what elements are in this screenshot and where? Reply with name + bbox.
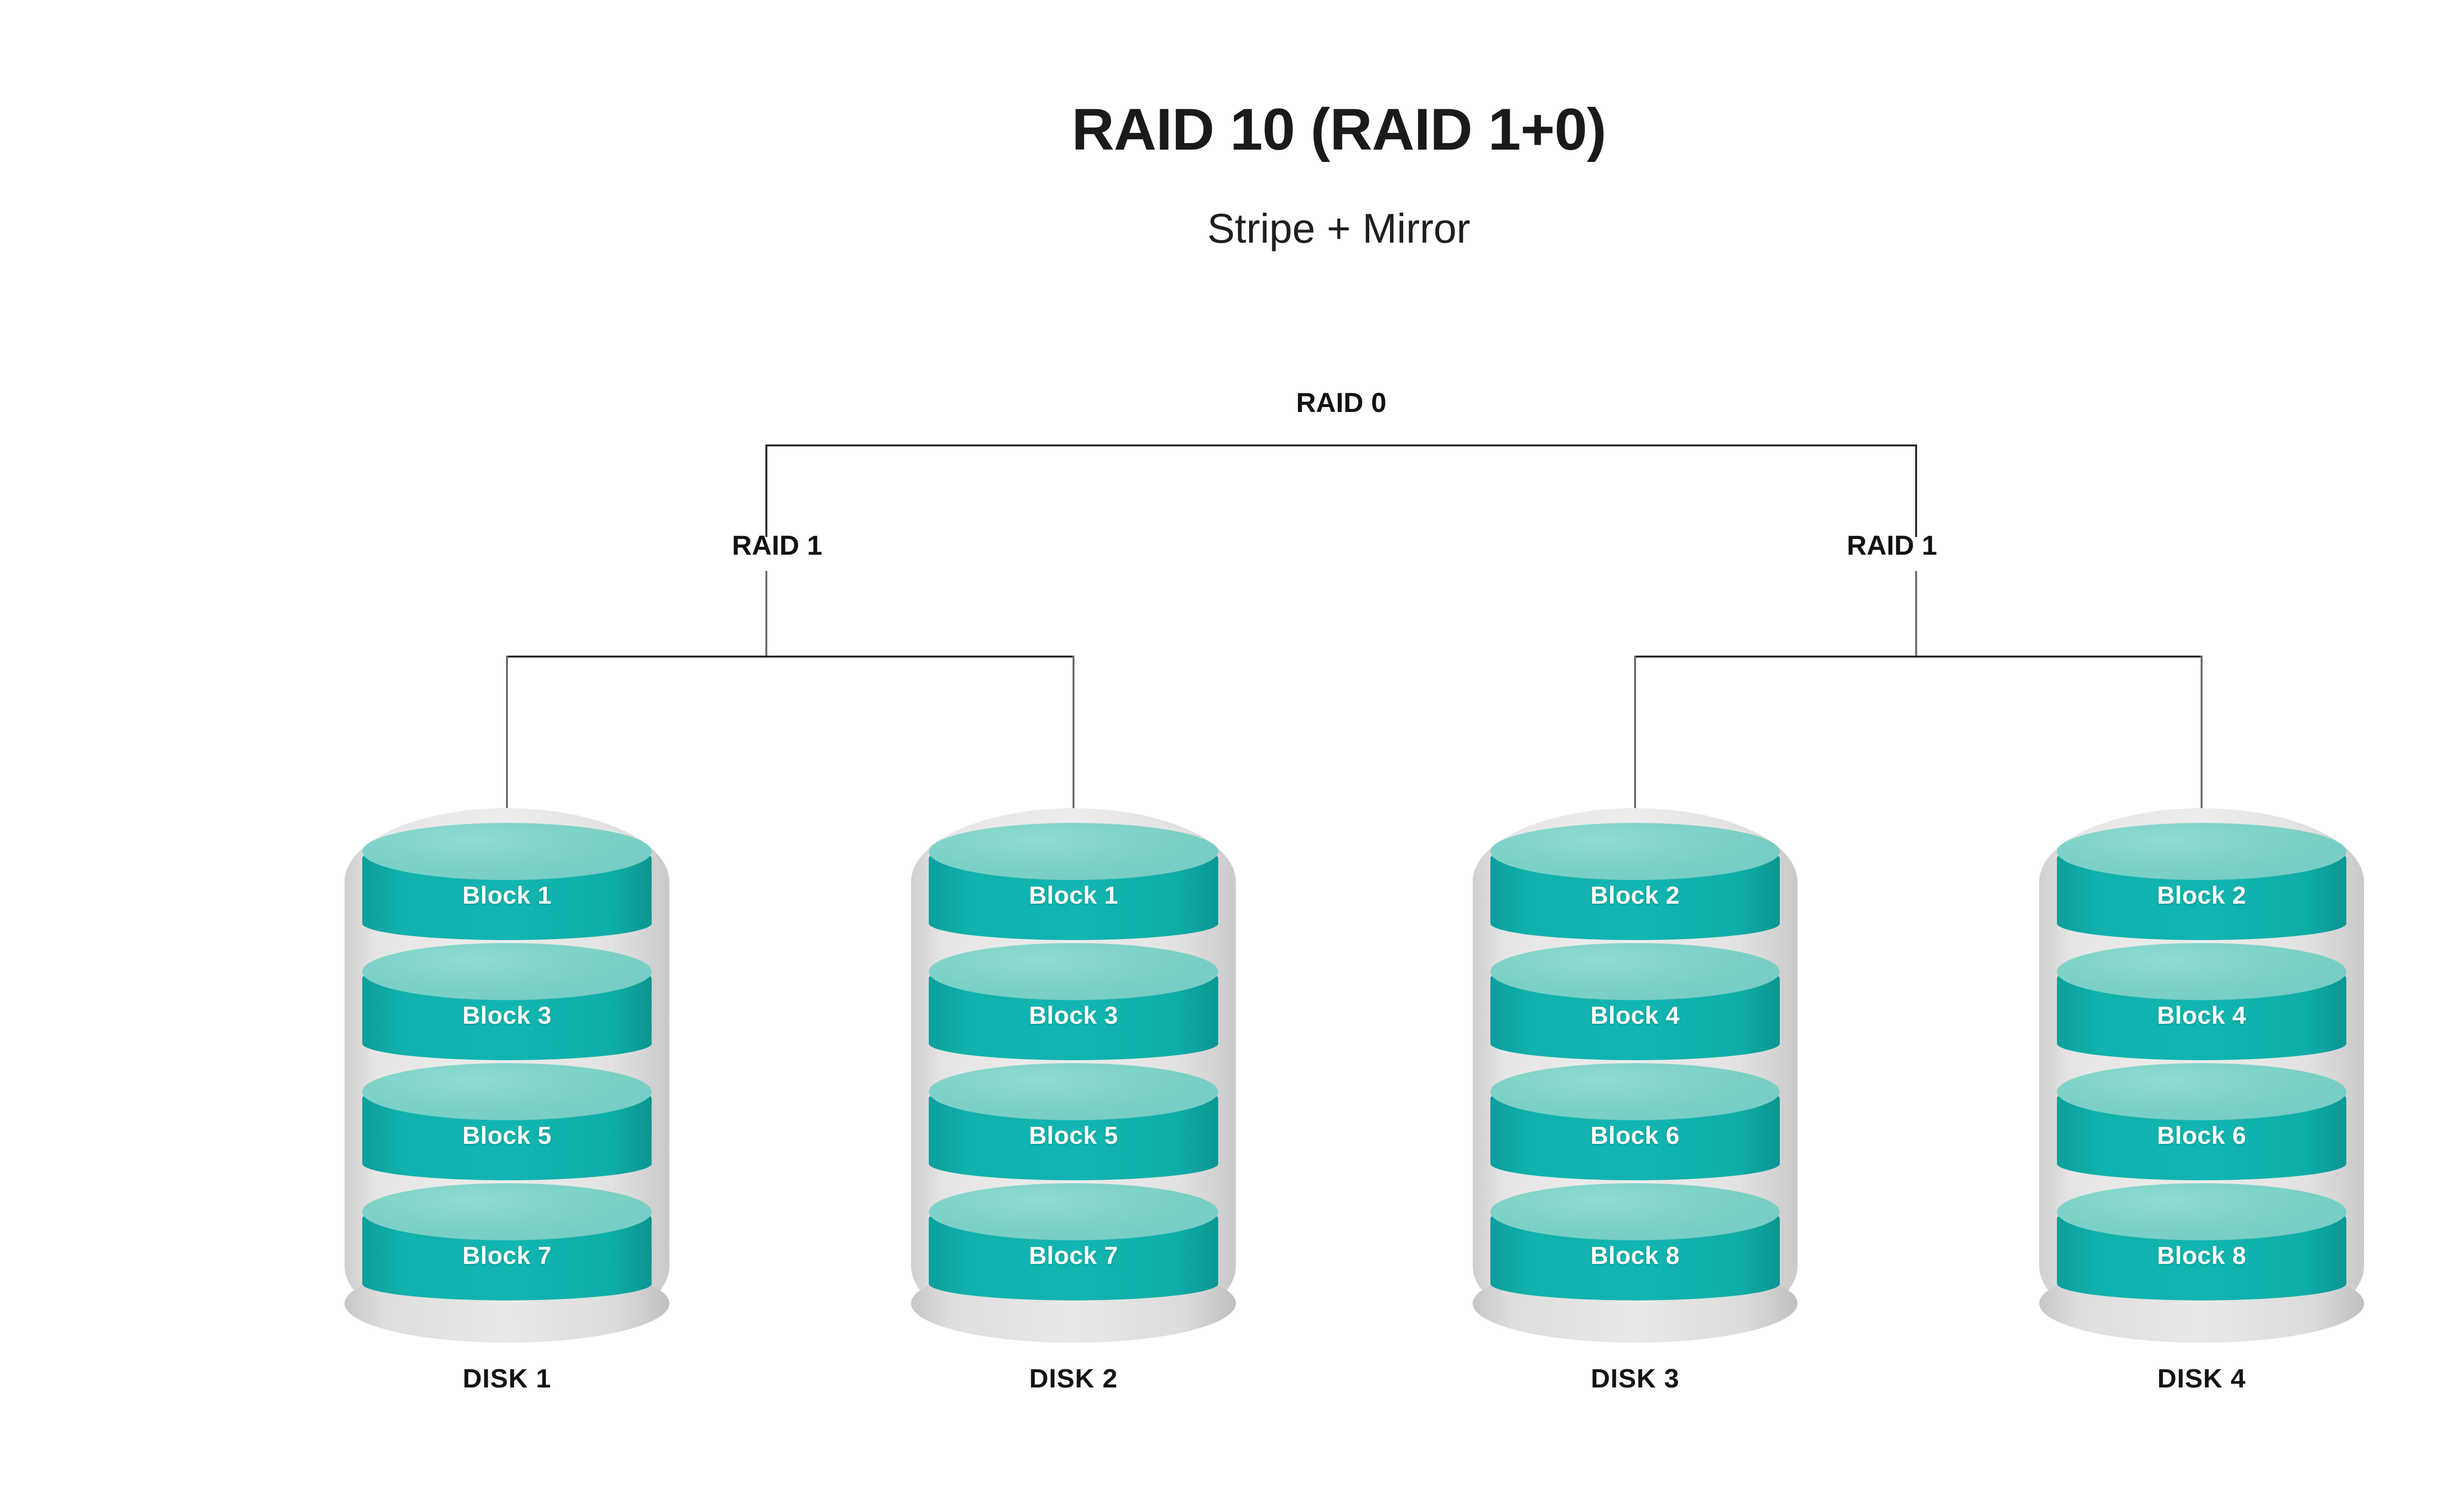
platter-top-ellipse <box>362 823 652 880</box>
platter-top-ellipse <box>1490 1183 1780 1240</box>
page-title: RAID 10 (RAID 1+0) <box>1072 96 1607 162</box>
platter: Block 2 <box>1490 823 1780 944</box>
raid1-left-drop-disk1-connector <box>506 656 508 833</box>
disk-platter-stack: Block 2 Block 4 Block 6 Block 8 <box>1490 823 1780 1325</box>
disk-caption: DISK 3 <box>1590 1364 1680 1393</box>
disk-caption: DISK 4 <box>2157 1364 2246 1393</box>
platter: Block 7 <box>929 1183 1218 1304</box>
platter: Block 5 <box>362 1063 652 1184</box>
platter-top-ellipse <box>362 943 652 1000</box>
platter-top-ellipse <box>1490 943 1780 1000</box>
platter-top-ellipse <box>1490 1063 1780 1120</box>
disk-caption: DISK 1 <box>462 1364 552 1393</box>
platter: Block 2 <box>2057 823 2346 944</box>
platter-top-ellipse <box>929 1063 1218 1120</box>
platter: Block 5 <box>929 1063 1218 1184</box>
platter-top-ellipse <box>1490 823 1780 880</box>
page-subtitle: Stripe + Mirror <box>1207 205 1471 252</box>
platter-top-ellipse <box>2057 823 2346 880</box>
raid1-left-drop-disk2-connector <box>1073 656 1074 833</box>
raid1-right-stem-connector <box>1915 571 1917 657</box>
platter: Block 4 <box>2057 943 2346 1064</box>
platter: Block 1 <box>362 823 652 944</box>
platter: Block 7 <box>362 1183 652 1304</box>
platter: Block 6 <box>2057 1063 2346 1184</box>
raid1-right-drop-disk3-connector <box>1634 656 1636 833</box>
platter-top-ellipse <box>929 943 1218 1000</box>
platter-top-ellipse <box>929 823 1218 880</box>
platter: Block 8 <box>1490 1183 1780 1304</box>
raid0-right-drop-connector <box>1915 444 1917 537</box>
disk-platter-stack: Block 1 Block 3 Block 5 Block 7 <box>362 823 652 1325</box>
disk-platter-stack: Block 1 Block 3 Block 5 Block 7 <box>929 823 1218 1325</box>
node-label-raid1-left: RAID 1 <box>732 530 822 561</box>
platter-top-ellipse <box>2057 943 2346 1000</box>
platter-top-ellipse <box>362 1183 652 1240</box>
disk-caption: DISK 2 <box>1029 1364 1118 1393</box>
raid0-horizontal-connector <box>765 444 1917 446</box>
platter: Block 8 <box>2057 1183 2346 1304</box>
platter: Block 1 <box>929 823 1218 944</box>
platter: Block 3 <box>362 943 652 1064</box>
platter: Block 4 <box>1490 943 1780 1064</box>
node-label-raid1-right: RAID 1 <box>1847 530 1937 561</box>
platter: Block 6 <box>1490 1063 1780 1184</box>
platter: Block 3 <box>929 943 1218 1064</box>
raid1-right-horizontal-connector <box>1634 656 2203 658</box>
platter-top-ellipse <box>362 1063 652 1120</box>
raid1-left-stem-connector <box>765 571 767 657</box>
raid0-left-drop-connector <box>765 444 767 537</box>
disk-platter-stack: Block 2 Block 4 Block 6 Block 8 <box>2057 823 2346 1325</box>
platter-top-ellipse <box>929 1183 1218 1240</box>
platter-top-ellipse <box>2057 1183 2346 1240</box>
raid1-right-drop-disk4-connector <box>2201 656 2203 833</box>
platter-top-ellipse <box>2057 1063 2346 1120</box>
node-label-raid0: RAID 0 <box>1296 387 1387 418</box>
raid1-left-horizontal-connector <box>506 656 1074 658</box>
